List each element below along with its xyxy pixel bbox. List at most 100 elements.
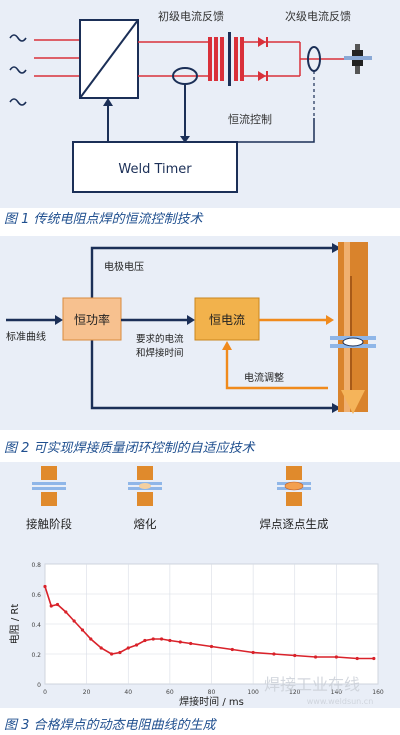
primary-feedback-label: 初级电流反馈 (158, 9, 224, 23)
data-point (178, 640, 182, 644)
stage-label-melt: 熔化 (134, 517, 157, 531)
ac-wave-3 (9, 98, 27, 106)
data-point (334, 655, 338, 659)
x-tick-label: 60 (166, 689, 174, 696)
x-tick-label: 0 (43, 689, 47, 696)
power-to-current-arrow (187, 315, 195, 325)
y-tick-label: 0.8 (31, 562, 41, 569)
secondary-lines (244, 41, 352, 77)
data-point (143, 638, 147, 643)
current-adjust-arrow (222, 341, 232, 350)
current-adjust-line (225, 348, 328, 390)
data-point (43, 584, 47, 589)
watermark-sub: www.weldsun.cn (307, 697, 374, 706)
stage-contact-icon (32, 466, 66, 506)
x-tick-label: 40 (124, 689, 132, 696)
inverter-diagonal (79, 19, 139, 99)
diode-icons (258, 37, 268, 81)
timer-to-inverter-arrow (103, 98, 113, 106)
standard-curve-label: 标准曲线 (6, 330, 46, 343)
data-point (272, 652, 276, 656)
figure-2-caption: 图 2 可实现焊接质量闭环控制的自适应技术 (4, 441, 255, 456)
y-tick-label: 0.2 (31, 652, 41, 659)
constant-current-label: 恒电流 (209, 313, 245, 327)
data-point (251, 650, 255, 655)
data-point (313, 655, 318, 659)
electrode-icon (330, 242, 376, 414)
stage-label-contact: 接触阶段 (26, 517, 72, 531)
data-point (372, 656, 376, 661)
data-point (168, 638, 172, 643)
x-tick-label: 160 (372, 689, 384, 696)
data-point (99, 646, 103, 650)
electrode-voltage-arrow (332, 243, 341, 253)
lower-feedback-arrow (332, 403, 341, 413)
weld-timer-box (72, 141, 238, 193)
figure-2-diagram: 电极电压 标准曲线 恒功率 要求的电流 和焊接时间 恒电流 电流调整 (6, 242, 376, 414)
data-point (72, 619, 76, 623)
y-tick-label: 0 (37, 682, 41, 689)
diode-bar-1 (266, 37, 268, 47)
ac-wave-1 (9, 34, 27, 42)
figure-1-panel: Weld Timer 初级电流反馈 次级电流反馈 恒流控制 (0, 0, 400, 208)
secondary-to-timer-line (236, 118, 315, 156)
primary-lines (138, 41, 208, 77)
data-point (110, 652, 114, 656)
figure-1-diagram: Weld Timer 初级电流反馈 次级电流反馈 恒流控制 (9, 9, 372, 193)
diode-bar-2 (266, 71, 268, 81)
y-tick-label: 0.6 (31, 592, 41, 599)
x-tick-label: 80 (208, 689, 216, 696)
figure-1-caption: 图 1 传统电阻点焊的恒流控制技术 (4, 212, 203, 227)
data-point (49, 604, 53, 608)
electrode-voltage-line (90, 246, 336, 298)
data-point (126, 646, 130, 650)
data-point (189, 641, 193, 646)
required-current-label-2: 和焊接时间 (136, 347, 184, 359)
data-point (293, 653, 297, 658)
x-tick-label: 120 (289, 689, 301, 696)
data-point (89, 637, 93, 641)
figure-3-panel: 接触阶段 熔化 焊点逐点生成 0 0.2 0.4 0.6 0.8 0 20 40 60 80 100… (0, 462, 400, 708)
weld-electrode-icon (344, 44, 372, 74)
stage-melt-icon (128, 466, 162, 506)
y-tick-label: 0.4 (31, 622, 41, 629)
data-point (64, 610, 68, 614)
constant-current-control-label: 恒流控制 (228, 112, 272, 126)
x-tick-label: 140 (331, 689, 343, 696)
figure-3-diagram: 接触阶段 熔化 焊点逐点生成 0 0.2 0.4 0.6 0.8 0 20 40 60 80 100… (8, 466, 384, 708)
required-current-label-1: 要求的电流 (136, 333, 184, 345)
ac-source-symbols (9, 34, 27, 106)
data-point (159, 637, 164, 641)
data-point (134, 643, 139, 647)
stage-nugget-icon (277, 466, 311, 506)
y-axis-label: 电阻 / Rt (8, 604, 21, 645)
figure-3-caption: 图 3 合格焊点的动态电阻曲线的生成 (4, 718, 216, 733)
stage-label-nugget: 焊点逐点生成 (260, 517, 329, 531)
x-axis-label: 焊接时间 / ms (179, 695, 244, 708)
x-tick-label: 20 (83, 689, 91, 696)
data-point (355, 656, 359, 661)
standard-curve-arrow (55, 315, 63, 325)
data-point (55, 602, 60, 607)
ac-wave-2 (9, 66, 27, 74)
constant-power-label: 恒功率 (74, 312, 110, 327)
figure-2-panel: 电极电压 标准曲线 恒功率 要求的电流 和焊接时间 恒电流 电流调整 (0, 236, 400, 430)
resistance-chart: 0 0.2 0.4 0.6 0.8 0 20 40 60 80 100 120 140 160 焊接时间 /… (8, 562, 384, 708)
data-point (80, 628, 85, 632)
x-tick-label: 100 (247, 689, 259, 696)
watermark-main: 焊接工业在线 (264, 675, 360, 694)
input-lines (34, 39, 80, 77)
electrode-voltage-label: 电极电压 (104, 260, 144, 273)
weld-timer-label: Weld Timer (118, 162, 192, 177)
secondary-feedback-label: 次级电流反馈 (285, 9, 351, 23)
data-point (118, 650, 122, 655)
lower-feedback-line (90, 340, 336, 410)
data-point (209, 644, 214, 649)
primary-feedback-arrow (180, 136, 190, 143)
diode-icon-1 (258, 37, 266, 47)
current-output-arrow (326, 315, 334, 325)
data-point (151, 637, 155, 641)
transformer-icon (208, 32, 244, 86)
current-adjust-label: 电流调整 (244, 371, 284, 384)
diode-icon-2 (258, 71, 266, 81)
